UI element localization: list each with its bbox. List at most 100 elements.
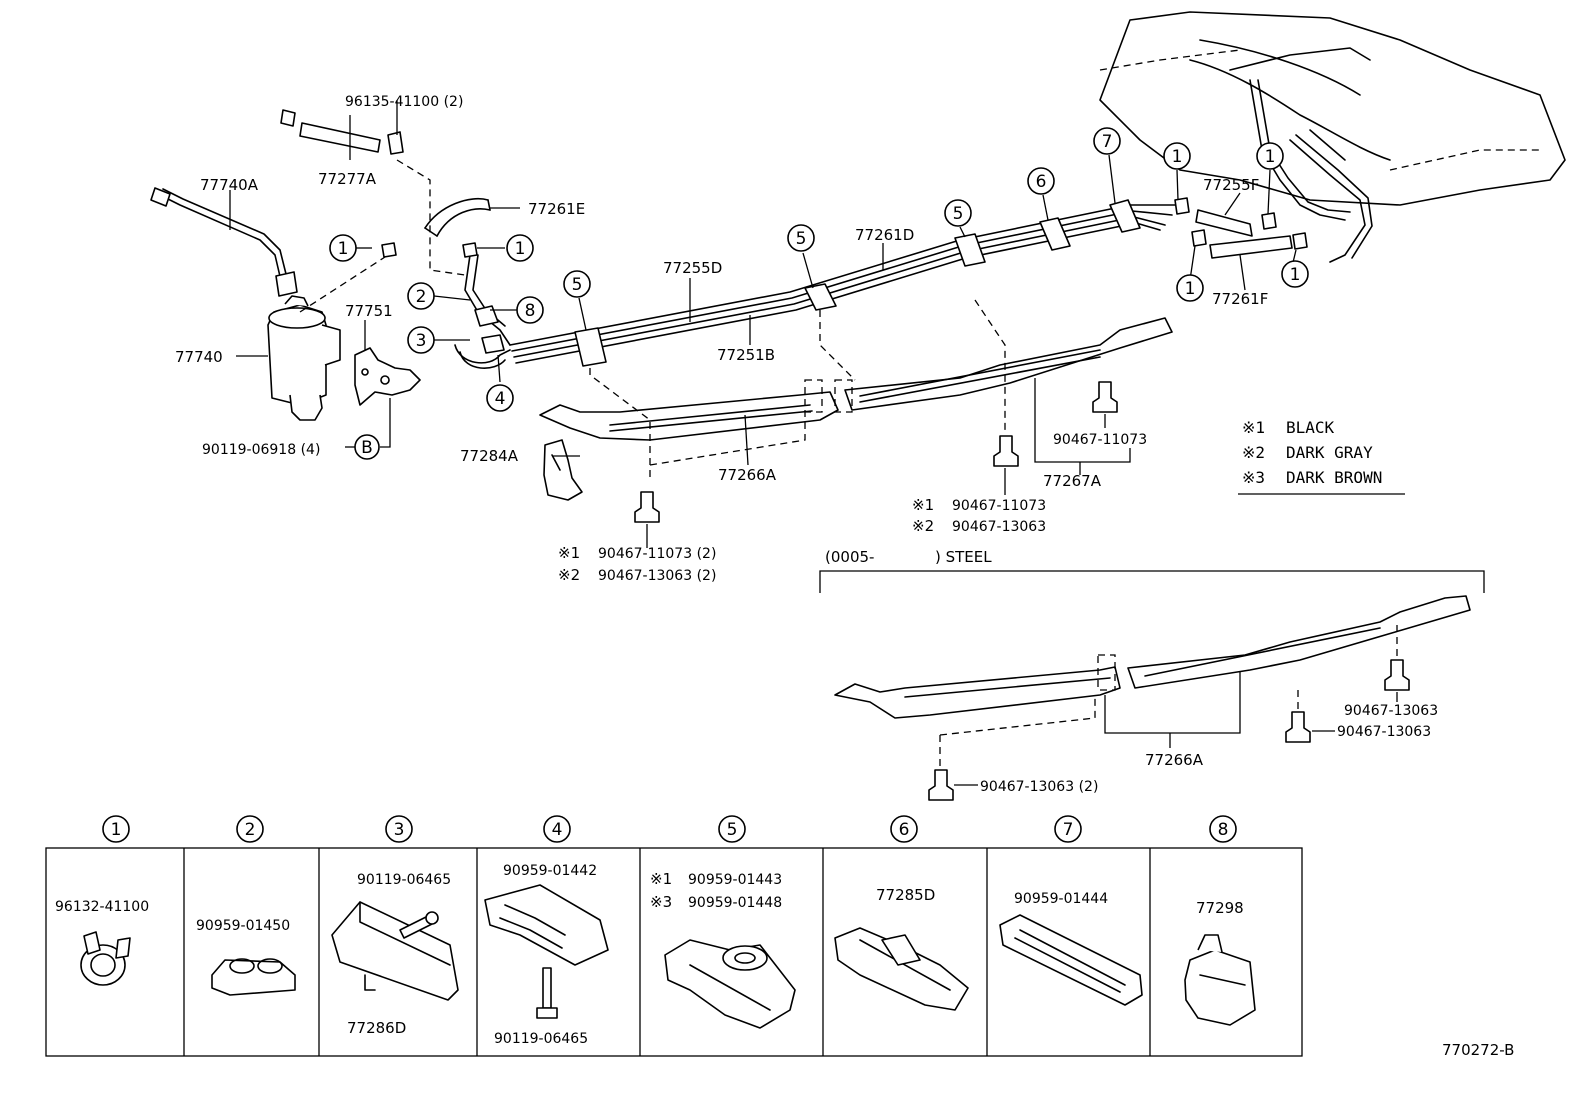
protector-steel <box>834 595 1471 719</box>
panel-3-label-bolt: 90119-06465 <box>357 872 451 888</box>
panel-2-label: 90959-01450 <box>196 918 290 934</box>
svg-text:5: 5 <box>572 275 583 295</box>
svg-text:3: 3 <box>416 331 427 351</box>
part-labels: 96135-41100 (2) 77277A 77740A 77261E 777… <box>175 94 1438 795</box>
label-77261E: 77261E <box>528 200 585 218</box>
bracket-77284A <box>543 439 583 501</box>
svg-text:※2: ※2 <box>1242 443 1265 462</box>
svg-text:5: 5 <box>953 204 964 224</box>
label-77740A: 77740A <box>200 176 259 194</box>
panel-5-header: 5 <box>718 815 746 843</box>
svg-text:※1: ※1 <box>650 870 672 888</box>
color-legend: ※1 BLACK ※2 DARK GRAY ※3 DARK BROWN <box>1242 418 1382 487</box>
callout-4: 4 <box>486 384 514 412</box>
svg-text:1: 1 <box>515 239 526 259</box>
svg-text:1: 1 <box>1290 265 1301 285</box>
svg-text:※1: ※1 <box>912 496 934 514</box>
callout-3: 3 <box>407 326 435 354</box>
panel-4-header: 4 <box>543 815 571 843</box>
label-90467-13063-2: 90467-13063 (2) <box>598 568 716 584</box>
callout-2: 2 <box>407 282 435 310</box>
callout-6: 6 <box>1027 167 1055 195</box>
label-96135-41100: 96135-41100 (2) <box>345 94 463 110</box>
callout-5: 5 <box>944 199 972 227</box>
svg-text:5: 5 <box>727 820 738 840</box>
clamp-77298 <box>1184 934 1256 1026</box>
label-77255D: 77255D <box>663 259 722 277</box>
svg-text:3: 3 <box>394 820 405 840</box>
clamp-77286D <box>331 901 459 1001</box>
panel-5-label-2: 90959-01448 <box>688 895 782 911</box>
small-clips <box>381 197 1308 258</box>
panel-8-label: 77298 <box>1196 899 1244 917</box>
legend-dark-gray: DARK GRAY <box>1286 443 1373 462</box>
bolts <box>634 381 1410 801</box>
label-90467-13063-s2: 90467-13063 <box>1337 724 1431 740</box>
panel-6-header: 6 <box>890 815 918 843</box>
svg-text:B: B <box>361 438 373 458</box>
clamp-90959-01442 <box>484 884 609 1019</box>
panel-6-label: 77285D <box>876 886 935 904</box>
fuel-line-bundle <box>509 204 1176 364</box>
label-77255F: 77255F <box>1203 176 1259 194</box>
svg-text:6: 6 <box>899 820 910 840</box>
svg-text:※3: ※3 <box>1242 468 1265 487</box>
svg-text:1: 1 <box>338 239 349 259</box>
svg-text:※3: ※3 <box>650 893 672 911</box>
svg-text:※1: ※1 <box>1242 418 1265 437</box>
label-77251B: 77251B <box>717 346 775 364</box>
label-77266A: 77266A <box>718 466 777 484</box>
callout-1: 1 <box>1163 142 1191 170</box>
label-77267A: 77267A <box>1043 472 1102 490</box>
label-90119-06918: 90119-06918 (4) <box>202 442 320 458</box>
clamp-90959-01450 <box>211 958 296 996</box>
callout-1: 1 <box>1256 142 1284 170</box>
panel-8-header: 8 <box>1209 815 1237 843</box>
svg-text:8: 8 <box>525 301 536 321</box>
callout-1: 1 <box>1281 260 1309 288</box>
panel-5-label-1: 90959-01443 <box>688 872 782 888</box>
callout-7: 7 <box>1093 127 1121 155</box>
panel-1-header: 1 <box>102 815 130 843</box>
diagram-code: 770272-B <box>1442 1041 1514 1059</box>
hose-77277A <box>280 109 404 155</box>
label-90467-13063-v2: 90467-13063 <box>952 519 1046 535</box>
label-90467-11073: 90467-11073 <box>1053 432 1147 448</box>
svg-text:6: 6 <box>1036 172 1047 192</box>
panel-2-header: 2 <box>236 815 264 843</box>
protector-77266A <box>539 391 839 441</box>
detail-panels: 1 2 3 4 5 6 7 8 96132-41100 90959-01450 … <box>45 815 1303 1057</box>
clamp-90959-01443 <box>664 939 796 1029</box>
hose-77255F <box>1195 209 1253 237</box>
svg-text:※1: ※1 <box>558 544 580 562</box>
protector-77267A <box>844 317 1173 411</box>
legend-dark-brown: DARK BROWN <box>1286 468 1382 487</box>
callout-1: 1 <box>1176 274 1204 302</box>
fuel-tank <box>1099 11 1566 206</box>
svg-text:4: 4 <box>552 820 563 840</box>
svg-text:7: 7 <box>1102 132 1113 152</box>
bolt-circle-b: B <box>354 434 380 460</box>
callout-1: 1 <box>506 234 534 262</box>
steel-title-close: ) STEEL <box>935 548 992 566</box>
clamp-90959-01444 <box>999 914 1143 1006</box>
svg-text:※2: ※2 <box>558 566 580 584</box>
canister-77740 <box>267 295 341 421</box>
svg-text:1: 1 <box>1185 279 1196 299</box>
left-line-assembly <box>454 254 511 369</box>
panel-7-header: 7 <box>1054 815 1082 843</box>
pipe-77740A <box>150 187 298 297</box>
label-77740: 77740 <box>175 348 223 366</box>
svg-text:2: 2 <box>245 820 256 840</box>
label-90467-11073-v1: 90467-11073 <box>952 498 1046 514</box>
dashed-lines <box>299 159 1398 770</box>
svg-text:5: 5 <box>796 229 807 249</box>
panel-4-label-bolt: 90119-06465 <box>494 1031 588 1047</box>
steel-title-open: (0005- <box>825 548 874 566</box>
callout-8: 8 <box>516 296 544 324</box>
line-clamps <box>574 199 1141 367</box>
panel-3-header: 3 <box>385 815 413 843</box>
clip-96132-41100 <box>80 931 131 986</box>
label-77284A: 77284A <box>460 447 519 465</box>
